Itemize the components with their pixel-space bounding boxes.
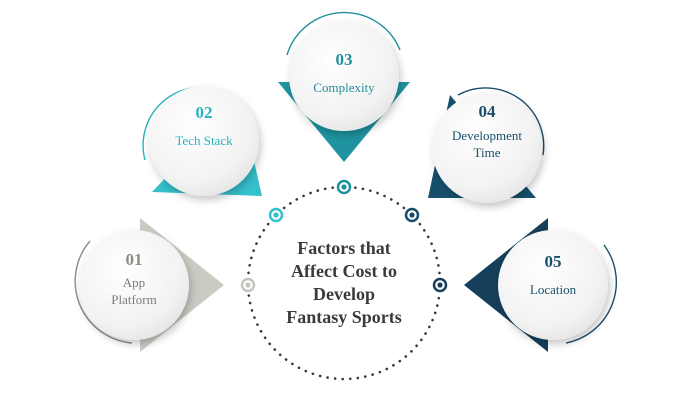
ring-connector-dots [240, 179, 448, 293]
factor-03-arc [286, 11, 401, 56]
factor-text: Location [529, 282, 577, 297]
factor-number: 01 [125, 250, 143, 269]
factor-05-label: 05 Location [498, 252, 608, 298]
factor-text: Development [451, 128, 523, 143]
factor-05-graphic [464, 218, 617, 352]
factor-04-bubble [432, 93, 542, 203]
center-title-line: Factors that [297, 238, 391, 258]
factor-number: 04 [478, 102, 496, 121]
center-title-line: Develop [313, 284, 375, 304]
factor-02-bubble [149, 86, 259, 196]
factor-04-graphic [428, 87, 545, 203]
factor-03-bubble [289, 21, 399, 131]
factor-text: Time [473, 145, 501, 160]
factor-text: App [122, 275, 146, 290]
factor-text: Complexity [313, 80, 375, 95]
factor-text: Platform [111, 292, 157, 307]
factor-05-bubble [498, 230, 608, 340]
factor-01-arc [74, 240, 133, 344]
center-title: Factors that Affect Cost to Develop Fant… [262, 237, 426, 329]
center-title-line: Fantasy Sports [286, 307, 402, 327]
center-title-line: Affect Cost to [291, 261, 397, 281]
factor-number: 03 [335, 50, 353, 69]
factor-number: 02 [195, 103, 213, 122]
factor-02-graphic [142, 86, 262, 196]
factor-text: Tech Stack [175, 133, 233, 148]
factor-05-arc [565, 244, 617, 344]
factor-01-label: 01 App Platform [84, 250, 184, 308]
factor-number: 05 [544, 252, 562, 271]
factor-04-label: 04 Development Time [427, 102, 547, 161]
factor-04-arc [457, 87, 545, 156]
factor-01-bubble [79, 230, 189, 340]
factor-03-label: 03 Complexity [289, 50, 399, 96]
factor-02-label: 02 Tech Stack [149, 103, 259, 149]
factor-01-graphic [74, 218, 224, 352]
factor-03-graphic [278, 11, 410, 162]
